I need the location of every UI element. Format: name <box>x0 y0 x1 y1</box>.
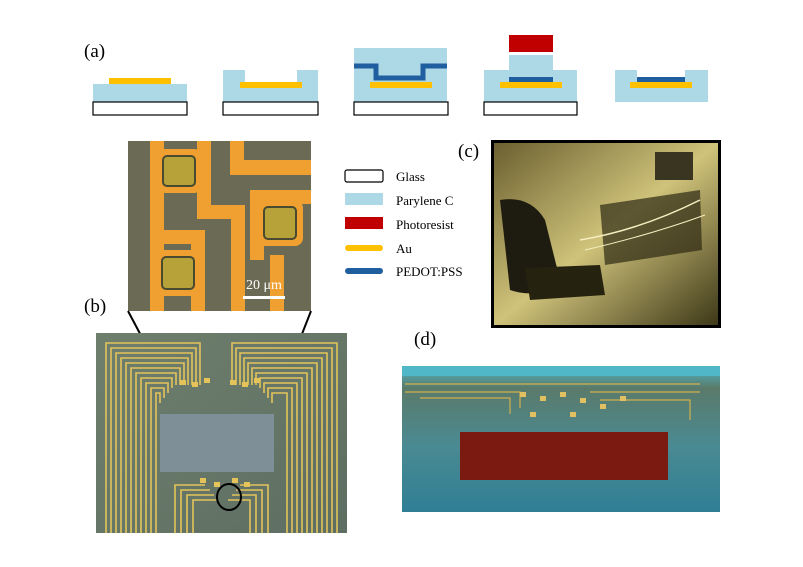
electrode-pad-2 <box>257 200 303 246</box>
legend-swatch-pedot <box>345 268 383 274</box>
legend-label-glass: Glass <box>396 169 425 184</box>
process-step-4 <box>483 35 578 116</box>
process-step-2 <box>222 70 319 116</box>
process-step-1 <box>92 78 188 116</box>
legend-swatch-au <box>345 245 383 251</box>
legend-swatch-glass <box>344 169 384 183</box>
scale-bar <box>243 296 285 299</box>
process-step-5 <box>615 70 708 102</box>
panel-label-c: (c) <box>458 141 480 162</box>
electrode-pad-3 <box>155 250 201 296</box>
scale-bar-label: 20 μm <box>246 278 282 293</box>
photo-probe-setup <box>491 140 721 328</box>
electrode-pad-1 <box>156 149 202 193</box>
legend-swatches <box>344 169 384 274</box>
legend-swatch-parylene <box>345 193 383 205</box>
panel-label-b: (b) <box>84 296 107 317</box>
legend-swatch-photoresist <box>345 217 383 229</box>
panel-label-d: (d) <box>414 329 437 350</box>
array-micrograph <box>96 333 347 533</box>
photo-implant-strip <box>402 366 720 512</box>
inset-micrograph <box>128 141 311 311</box>
process-step-3 <box>353 48 449 116</box>
panel-label-a: (a) <box>84 41 106 62</box>
legend-label-pedot: PEDOT:PSS <box>396 264 463 279</box>
legend-label-parylene: Parylene C <box>396 193 454 208</box>
legend-label-photoresist: Photoresist <box>396 217 454 232</box>
legend-label-au: Au <box>396 241 412 256</box>
